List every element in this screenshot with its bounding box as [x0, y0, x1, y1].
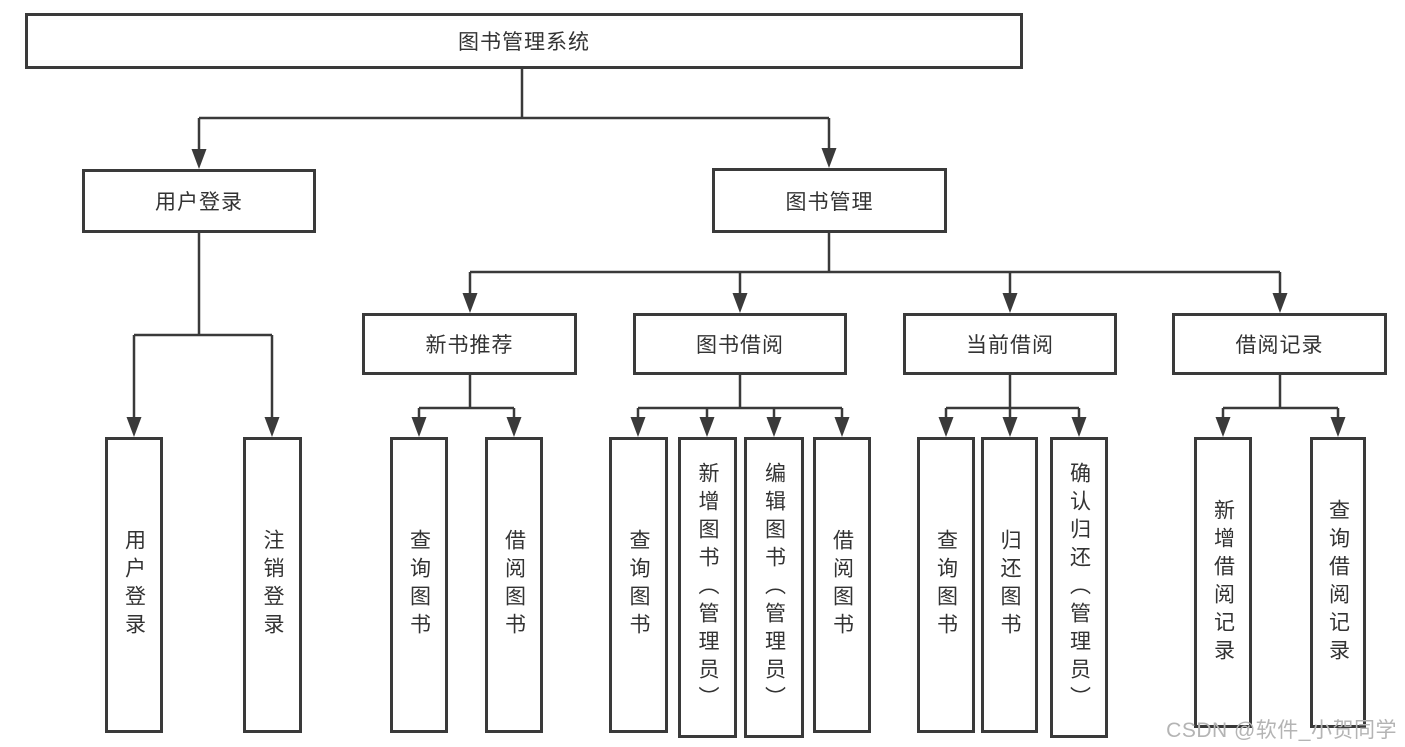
node-user-login-branch: 用户登录	[82, 169, 316, 233]
leaf-user-login: 用户登录	[105, 437, 163, 733]
leaf-borrow-books-1: 借阅图书	[485, 437, 543, 733]
leaf-confirm-return-admin: 确认归还（管理员）	[1050, 437, 1108, 738]
node-label: 借阅记录	[1235, 334, 1324, 357]
leaf-return-books: 归还图书	[981, 437, 1038, 733]
leaf-label: 查询借阅记录	[1326, 498, 1350, 667]
leaf-label: 借阅图书	[830, 529, 854, 641]
leaf-label: 归还图书	[998, 529, 1021, 641]
node-borrow-records: 借阅记录	[1172, 313, 1387, 375]
leaf-borrow-books-2: 借阅图书	[813, 437, 871, 733]
node-label: 图书借阅	[696, 334, 784, 357]
leaf-label: 查询图书	[627, 529, 650, 641]
leaf-label: 查询图书	[407, 529, 431, 641]
leaf-logout: 注销登录	[243, 437, 302, 733]
leaf-label: 编辑图书（管理员）	[762, 461, 786, 714]
node-label: 当前借阅	[966, 334, 1054, 357]
node-book-management-branch: 图书管理	[712, 168, 947, 233]
leaf-label: 注销登录	[261, 529, 284, 641]
leaf-add-borrow-record: 新增借阅记录	[1194, 437, 1252, 728]
csdn-watermark: CSDN @软件_小贺同学	[1166, 719, 1397, 742]
node-label: 图书管理系统	[458, 31, 590, 54]
node-current-borrow: 当前借阅	[903, 313, 1117, 375]
leaf-query-books-2: 查询图书	[609, 437, 668, 733]
leaf-label: 用户登录	[122, 529, 146, 641]
leaf-query-books-1: 查询图书	[390, 437, 448, 733]
leaf-label: 新增借阅记录	[1211, 498, 1235, 667]
node-book-borrow: 图书借阅	[633, 313, 847, 375]
leaf-add-books-admin: 新增图书（管理员）	[678, 437, 737, 738]
leaf-edit-books-admin: 编辑图书（管理员）	[744, 437, 804, 738]
node-label: 图书管理	[785, 190, 874, 214]
leaf-label: 借阅图书	[502, 529, 526, 641]
leaf-label: 查询图书	[934, 529, 958, 641]
leaf-label: 新增图书（管理员）	[696, 461, 719, 714]
leaf-query-borrow-record: 查询借阅记录	[1310, 437, 1366, 728]
leaf-label: 确认归还（管理员）	[1067, 461, 1091, 714]
node-root-system: 图书管理系统	[25, 13, 1023, 69]
node-new-book-recommend: 新书推荐	[362, 313, 577, 375]
node-label: 新书推荐	[425, 334, 514, 357]
leaf-query-books-3: 查询图书	[917, 437, 975, 733]
node-label: 用户登录	[155, 191, 243, 214]
